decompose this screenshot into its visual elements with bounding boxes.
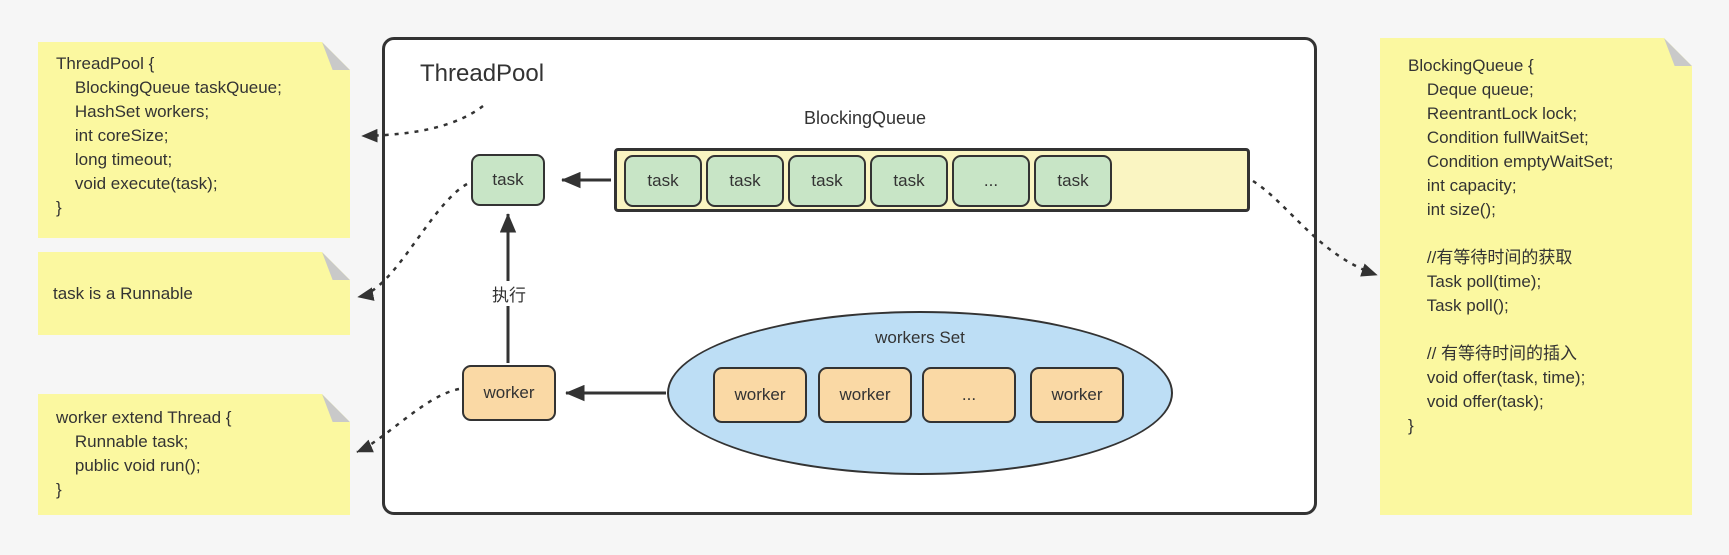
worker-node: worker [462, 365, 556, 421]
blockingqueue-label: BlockingQueue [803, 108, 927, 128]
set-worker-item: worker [713, 367, 807, 423]
note-fold-corner [322, 252, 350, 280]
note-task-runnable-text: task is a Runnable [53, 283, 193, 303]
note-fold-corner [322, 394, 350, 422]
queue-task-item: task [870, 155, 948, 207]
note-threadpool-text: ThreadPool { BlockingQueue taskQueue; Ha… [56, 54, 282, 217]
execute-label: 执行 [490, 281, 528, 306]
workers-set-label: workers Set [875, 328, 965, 347]
set-ellipsis-item: ... [922, 367, 1016, 423]
note-blockingqueue-text: BlockingQueue { Deque queue; ReentrantLo… [1408, 56, 1614, 435]
queue-task-item: task [788, 155, 866, 207]
sticky-note-task-runnable: task is a Runnable [38, 252, 350, 335]
note-fold-corner [1664, 38, 1692, 66]
sticky-note-worker-thread: worker extend Thread { Runnable task; pu… [38, 394, 350, 515]
set-worker-item: worker [818, 367, 912, 423]
threadpool-title: ThreadPool [420, 60, 545, 87]
blockingqueue-box: task task task task ... task [614, 148, 1250, 212]
task-node: task [471, 154, 545, 206]
set-worker-item: worker [1030, 367, 1124, 423]
queue-task-item: task [1034, 155, 1112, 207]
sticky-note-blockingqueue: BlockingQueue { Deque queue; ReentrantLo… [1380, 38, 1692, 515]
sticky-note-threadpool: ThreadPool { BlockingQueue taskQueue; Ha… [38, 42, 350, 238]
queue-ellipsis-item: ... [952, 155, 1030, 207]
queue-task-item: task [706, 155, 784, 207]
queue-task-item: task [624, 155, 702, 207]
note-worker-thread-text: worker extend Thread { Runnable task; pu… [56, 408, 232, 499]
note-fold-corner [322, 42, 350, 70]
